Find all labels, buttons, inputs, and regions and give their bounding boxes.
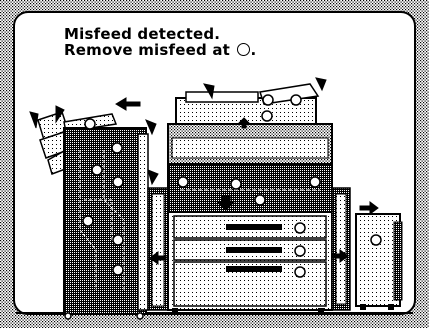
misfeed-detected-text: Misfeed detected. <box>64 26 220 42</box>
relay-unit <box>148 188 168 310</box>
copier-main-body <box>168 84 332 314</box>
misfeed-location-circle-icon <box>237 43 250 56</box>
remove-misfeed-suffix: . <box>251 41 257 59</box>
paper-feed-unit <box>332 188 350 310</box>
large-capacity-cassette <box>356 214 402 310</box>
remove-misfeed-instruction: Remove misfeed at . <box>64 42 256 58</box>
remove-misfeed-prefix: Remove misfeed at <box>64 41 230 59</box>
